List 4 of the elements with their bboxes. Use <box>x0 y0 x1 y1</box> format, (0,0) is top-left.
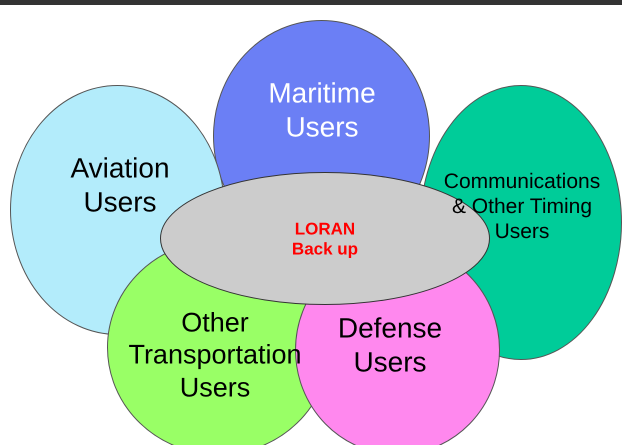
ellipse-label: LORAN Back up <box>285 220 365 260</box>
ellipse-label: Maritime Users <box>232 76 412 144</box>
ellipse-label: Aviation Users <box>45 151 195 219</box>
ellipse-label: Defense Users <box>315 311 465 379</box>
